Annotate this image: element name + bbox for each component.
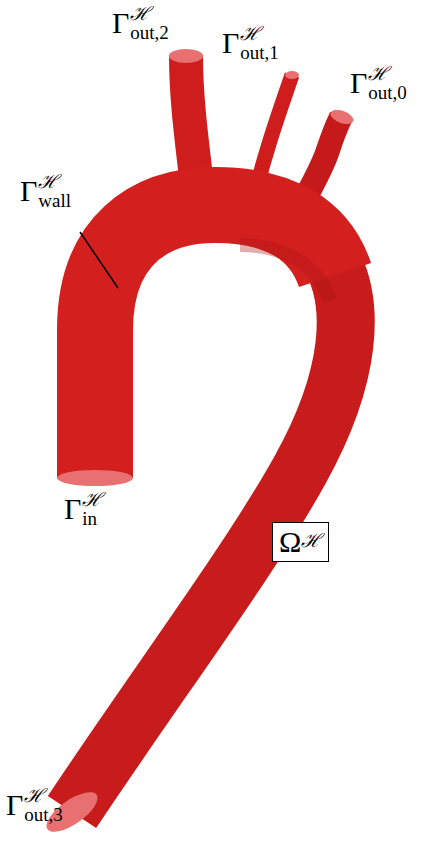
subscript: out,0 — [368, 83, 407, 102]
superscript: ℋ — [368, 64, 407, 83]
superscript: ℋ — [301, 527, 321, 553]
superscript: ℋ — [130, 4, 169, 23]
symbol: Γ — [112, 8, 129, 38]
superscript: ℋ — [240, 24, 279, 43]
aortic-arch — [95, 205, 335, 478]
subscript: wall — [38, 191, 71, 210]
boundary-label: Γℋout,2 — [112, 4, 169, 42]
outlet-opening — [169, 49, 203, 63]
subscript: in — [82, 509, 102, 528]
boundary-label: Γℋout,3 — [6, 786, 63, 824]
subscript: out,1 — [240, 43, 279, 62]
symbol: Γ — [64, 494, 81, 524]
superscript: ℋ — [38, 172, 71, 191]
subscript: out,3 — [24, 805, 63, 824]
leader-line — [80, 232, 118, 288]
inlet-opening — [57, 470, 133, 486]
script-stack: ℋout,3 — [24, 786, 63, 824]
superscript: ℋ — [82, 490, 102, 509]
script-stack: ℋout,1 — [240, 24, 279, 62]
boundary-label: Γℋwall — [20, 172, 71, 210]
script-stack: ℋout,2 — [130, 4, 169, 42]
script-stack: ℋout,0 — [368, 64, 407, 102]
boundary-label: Γℋout,1 — [222, 24, 279, 62]
shading — [240, 245, 330, 300]
outlet-opening — [285, 71, 299, 79]
domain-box: Ωℋ — [272, 522, 329, 562]
boundary-label: Γℋin — [64, 490, 102, 528]
symbol: Γ — [6, 790, 23, 820]
script-stack: ℋin — [82, 490, 102, 528]
symbol: Γ — [222, 28, 239, 58]
boundary-label: Γℋout,0 — [350, 64, 407, 102]
symbol: Ω — [279, 527, 301, 557]
script-stack: ℋwall — [38, 172, 71, 210]
outlet-opening — [329, 107, 356, 126]
superscript: ℋ — [24, 786, 63, 805]
symbol: Γ — [20, 176, 37, 206]
symbol: Γ — [350, 68, 367, 98]
subscript: out,2 — [130, 23, 169, 42]
